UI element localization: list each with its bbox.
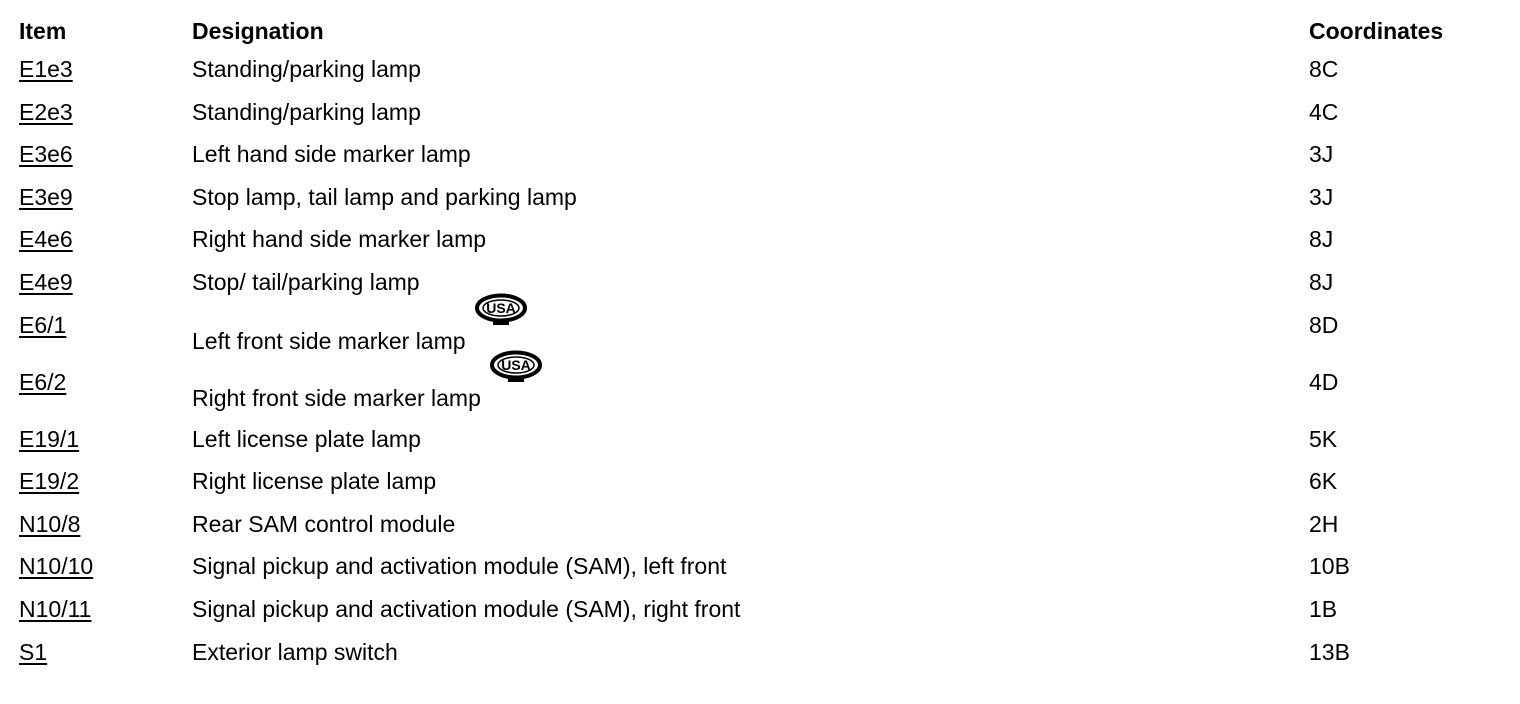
- table-row: E4e6 Right hand side marker lamp 8J: [19, 226, 1499, 269]
- table-row: E2e3 Standing/parking lamp 4C: [19, 99, 1499, 142]
- coordinates-cell: 5K: [1309, 425, 1338, 452]
- header-coordinates: Coordinates: [1309, 18, 1444, 44]
- item-cell: N10/11: [19, 596, 192, 639]
- item-cell: E4e6: [19, 226, 192, 269]
- designation-cell: Left front side marker lamp USA: [192, 293, 1309, 369]
- component-legend-table: Item Designation Coordinates E1e3 Standi…: [19, 16, 1499, 681]
- coordinates-cell: 1B: [1309, 595, 1338, 622]
- coordinates-cell: 8D: [1309, 311, 1339, 338]
- table-row: E6/2 Right front side marker lamp USA 4D: [19, 350, 1499, 426]
- item-link[interactable]: E3e6: [19, 141, 73, 168]
- item-cell: E1e3: [19, 56, 192, 99]
- designation-cell: Left hand side marker lamp: [192, 141, 471, 168]
- item-link[interactable]: E1e3: [19, 56, 73, 82]
- item-link[interactable]: N10/8: [19, 510, 81, 537]
- item-cell: E19/1: [19, 426, 192, 469]
- coordinates-cell: 2H: [1309, 510, 1339, 537]
- designation-cell: Rear SAM control module: [192, 510, 456, 537]
- designation-text: Left front side marker lamp: [192, 327, 466, 354]
- table-row: E3e6 Left hand side marker lamp 3J: [19, 141, 1499, 184]
- coordinates-cell: 13B: [1309, 638, 1350, 665]
- item-cell: E4e9: [19, 269, 192, 312]
- coordinates-cell: 3J: [1309, 141, 1334, 168]
- designation-cell: Right license plate lamp: [192, 468, 437, 495]
- header-item: Item: [19, 18, 67, 44]
- table-row: N10/11 Signal pickup and activation modu…: [19, 596, 1499, 639]
- table-row: N10/10 Signal pickup and activation modu…: [19, 553, 1499, 596]
- item-cell: E2e3: [19, 99, 192, 142]
- item-link[interactable]: E2e3: [19, 98, 73, 125]
- table-row: E4e9 Stop/ tail/parking lamp 8J: [19, 269, 1499, 312]
- item-link[interactable]: S1: [19, 638, 48, 665]
- item-cell: N10/10: [19, 553, 192, 596]
- item-cell: S1: [19, 639, 192, 682]
- header-designation: Designation: [192, 18, 324, 44]
- table-row: N10/8 Rear SAM control module 2H: [19, 511, 1499, 554]
- designation-text: Right front side marker lamp: [192, 384, 481, 411]
- designation-cell: Exterior lamp switch: [192, 638, 398, 665]
- item-link[interactable]: E4e9: [19, 268, 73, 295]
- coordinates-cell: 3J: [1309, 183, 1334, 210]
- table-row: E19/1 Left license plate lamp 5K: [19, 426, 1499, 469]
- item-link[interactable]: E3e9: [19, 183, 73, 210]
- table-header-row: Item Designation Coordinates: [19, 16, 1499, 56]
- item-cell: E19/2: [19, 468, 192, 511]
- designation-cell: Stop lamp, tail lamp and parking lamp: [192, 183, 577, 210]
- designation-cell: Standing/parking lamp: [192, 98, 421, 125]
- item-cell: E6/2: [19, 369, 192, 426]
- usa-badge-icon: USA: [489, 350, 543, 384]
- item-link[interactable]: E19/2: [19, 468, 80, 495]
- item-cell: E3e6: [19, 141, 192, 184]
- item-link[interactable]: N10/11: [19, 595, 92, 622]
- coordinates-cell: 4D: [1309, 368, 1339, 395]
- coordinates-cell: 8J: [1309, 268, 1334, 295]
- table-row: S1 Exterior lamp switch 13B: [19, 639, 1499, 682]
- item-link[interactable]: E19/1: [19, 425, 80, 452]
- table-row: E6/1 Left front side marker lamp USA 8D: [19, 293, 1499, 369]
- coordinates-cell: 8J: [1309, 226, 1334, 253]
- usa-badge-label: USA: [501, 357, 531, 373]
- designation-cell: Signal pickup and activation module (SAM…: [192, 595, 741, 622]
- item-link[interactable]: E6/1: [19, 311, 67, 338]
- table-row: E19/2 Right license plate lamp 6K: [19, 468, 1499, 511]
- table-row: E3e9 Stop lamp, tail lamp and parking la…: [19, 184, 1499, 227]
- item-cell: N10/8: [19, 511, 192, 554]
- designation-cell: Left license plate lamp: [192, 425, 421, 452]
- item-link[interactable]: E4e6: [19, 226, 73, 253]
- item-link[interactable]: N10/10: [19, 553, 94, 580]
- designation-cell: Signal pickup and activation module (SAM…: [192, 553, 727, 580]
- coordinates-cell: 8C: [1309, 56, 1339, 82]
- item-link[interactable]: E6/2: [19, 368, 67, 395]
- designation-cell: Stop/ tail/parking lamp: [192, 268, 420, 295]
- coordinates-cell: 6K: [1309, 468, 1338, 495]
- coordinates-cell: 10B: [1309, 553, 1350, 580]
- designation-cell: Right hand side marker lamp: [192, 226, 487, 253]
- designation-cell: Standing/parking lamp: [192, 56, 421, 82]
- table-row: E1e3 Standing/parking lamp 8C: [19, 56, 1499, 99]
- item-cell: E6/1: [19, 312, 192, 369]
- item-cell: E3e9: [19, 184, 192, 227]
- usa-badge-label: USA: [486, 300, 516, 316]
- coordinates-cell: 4C: [1309, 98, 1339, 125]
- designation-cell: Right front side marker lamp USA: [192, 350, 1309, 426]
- usa-badge-icon: USA: [474, 293, 528, 327]
